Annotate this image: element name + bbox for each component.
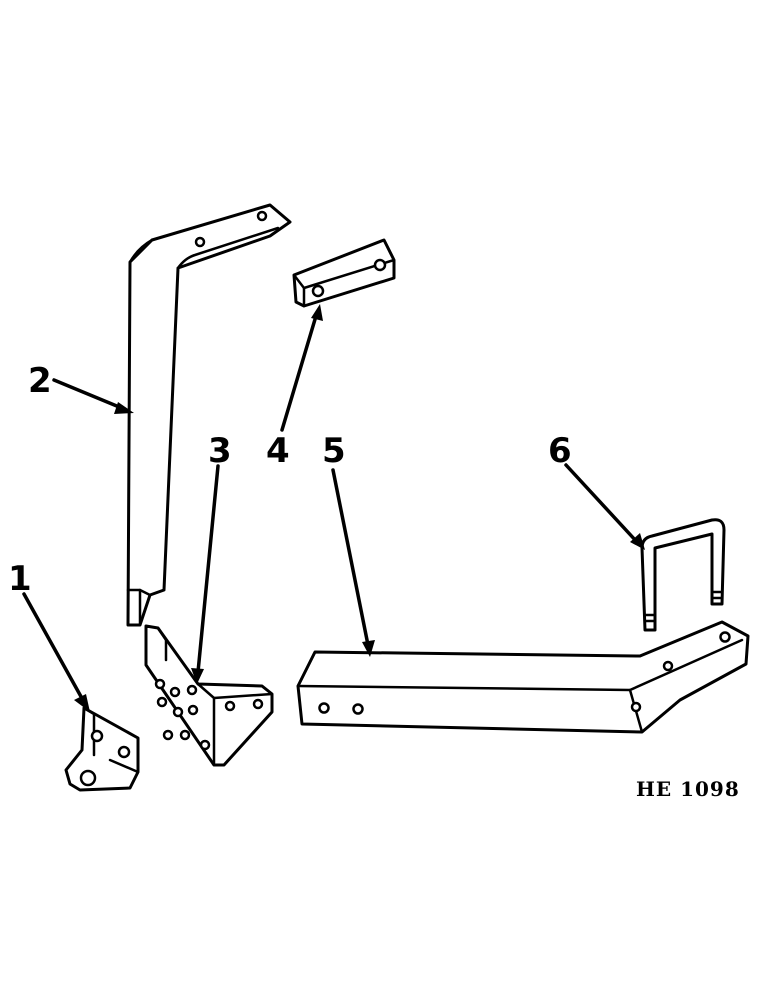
hole-icon [172,706,184,718]
hole-icon [179,729,191,741]
part-1-mount-plate [64,706,140,792]
arrowhead-icon [74,694,90,712]
arrowhead-icon [191,668,204,684]
hole-icon [311,284,325,298]
callout-6: 6 [548,431,572,471]
part-5-tube-frame [296,620,750,734]
hole-icon [256,210,268,222]
leader-6 [564,463,639,544]
arrowhead-icon [114,402,134,414]
leader-3 [196,464,220,674]
hole-icon [156,696,168,708]
hole-icon [90,729,104,743]
hole-icon [186,684,198,696]
hole-icon [318,702,330,714]
hole-icon [117,745,131,759]
hole-icon [199,739,211,751]
hole-icon [662,660,674,672]
leader-lines [22,304,645,712]
hole-icon [154,678,166,690]
part-3-angle-bracket [144,624,274,767]
callout-1: 1 [8,559,32,599]
part-6-u-bolt [640,518,726,632]
part-4-spacer-block [292,238,396,308]
leader-4 [280,314,318,432]
arrowhead-icon [630,533,645,550]
hole-icon [252,698,264,710]
arrowhead-icon [311,304,323,321]
part-2-bent-arm [126,203,292,627]
callout-4: 4 [266,431,290,471]
callout-3: 3 [208,431,232,471]
hole-icon [630,701,642,713]
leader-1 [22,592,86,704]
leader-2 [52,378,126,411]
callout-2: 2 [28,361,52,401]
hole-icon [373,258,387,272]
arrowhead-icon [362,640,375,657]
hole-icon [352,703,364,715]
callout-5: 5 [322,431,346,471]
hole-icon [719,631,731,643]
hole-icon [162,729,174,741]
hole-icon [169,686,181,698]
hole-icon [224,700,236,712]
hole-icon [79,769,97,787]
hole-icon [187,704,199,716]
hole-icon [194,236,206,248]
figure-reference: HE 1098 [636,777,740,801]
leader-5 [331,468,370,647]
